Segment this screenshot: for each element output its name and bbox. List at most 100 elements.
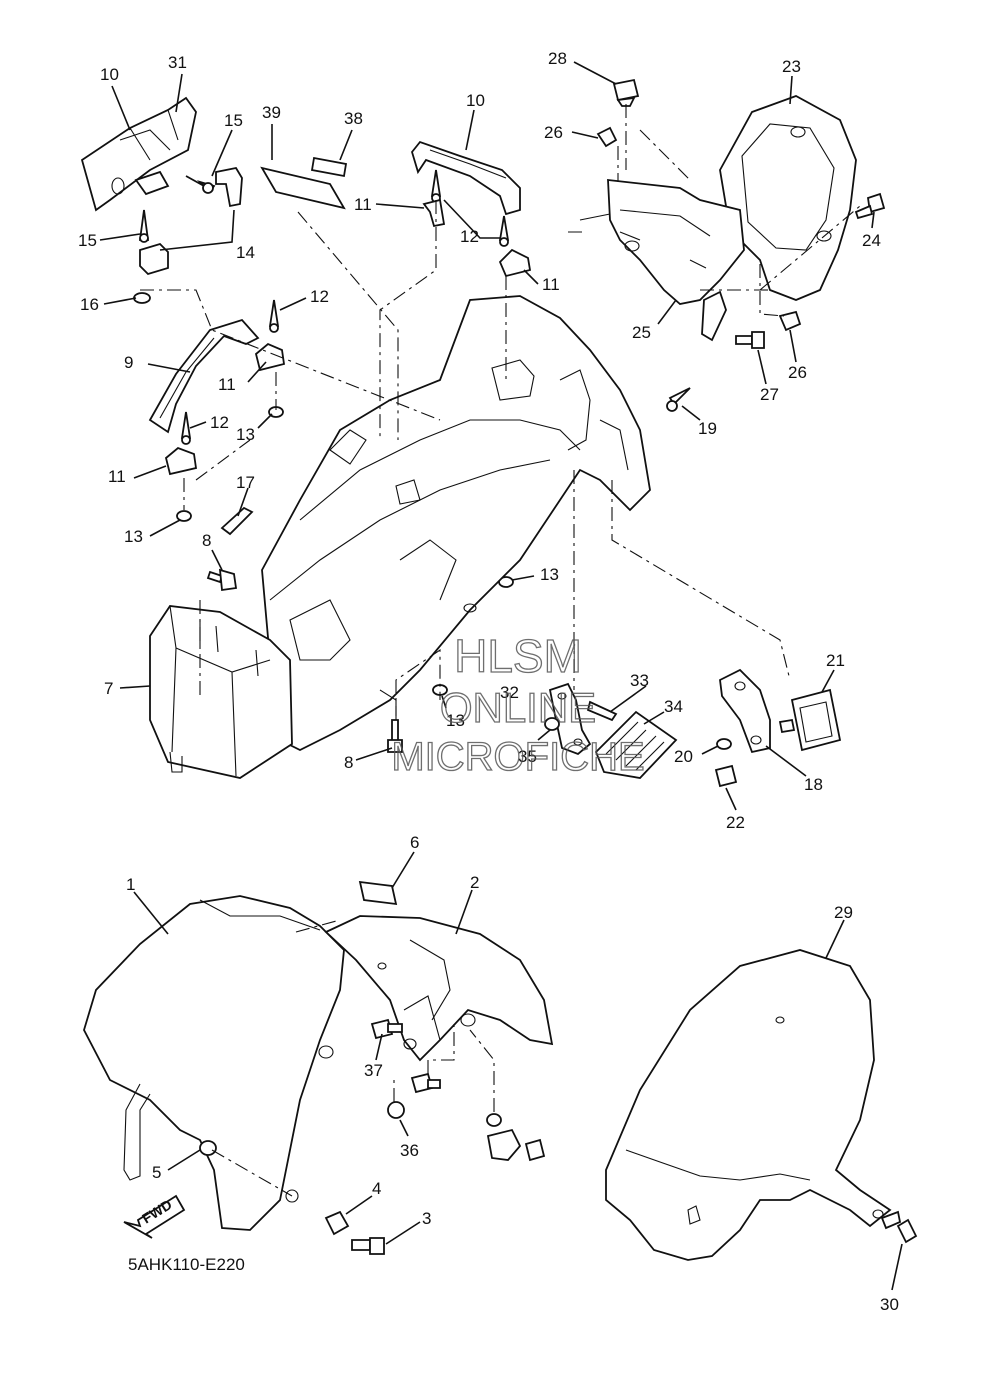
watermark: HLSM ONLINE MICROFICHE — [391, 629, 646, 779]
part-collar-5[interactable] — [199, 1140, 217, 1156]
part-seal-17[interactable] — [220, 506, 254, 536]
part-clip-11b[interactable] — [498, 248, 532, 278]
callout-14: 14 — [236, 243, 255, 262]
part-grommet-26b[interactable] — [778, 310, 802, 332]
part-rivet-12b[interactable] — [498, 215, 510, 247]
callout-35: 35 — [518, 747, 537, 766]
callout-26: 26 — [544, 123, 563, 142]
callout-5: 5 — [152, 1163, 161, 1182]
assembly-lines — [140, 104, 861, 1197]
part-headlight-bracket-23[interactable] — [719, 95, 857, 301]
callout-3: 3 — [422, 1209, 431, 1228]
part-bolt-37b[interactable] — [410, 1072, 441, 1094]
part-bolt-3[interactable] — [351, 1237, 385, 1255]
part-clip-14[interactable] — [139, 166, 243, 276]
callout-28: 28 — [548, 49, 567, 68]
part-nut-22[interactable] — [714, 764, 738, 788]
callout-39: 39 — [262, 103, 281, 122]
callout-29: 29 — [834, 903, 853, 922]
part-bolt-24[interactable] — [854, 192, 886, 220]
callout-18: 18 — [804, 775, 823, 794]
callout-34: 34 — [664, 697, 683, 716]
callout-7: 7 — [104, 679, 113, 698]
part-grab-bar-9[interactable] — [148, 318, 260, 434]
part-bolt-30[interactable] — [880, 1210, 918, 1244]
callout-9: 9 — [124, 353, 133, 372]
callout-20: 20 — [674, 747, 693, 766]
part-decal-6[interactable] — [358, 880, 398, 906]
part-decal-39[interactable] — [260, 166, 346, 210]
callout-26: 26 — [788, 363, 807, 382]
callout-8: 8 — [344, 753, 353, 772]
callout-12: 12 — [460, 227, 479, 246]
part-bolt-37[interactable] — [370, 1018, 403, 1040]
part-reflector-34[interactable] — [594, 710, 678, 779]
part-clamp[interactable] — [486, 1113, 546, 1162]
part-bolt-27[interactable] — [735, 331, 765, 349]
callout-10: 10 — [466, 91, 485, 110]
callout-10: 10 — [100, 65, 119, 84]
callout-22: 22 — [726, 813, 745, 832]
callout-15: 15 — [78, 231, 97, 250]
part-washer-20[interactable] — [716, 738, 732, 750]
leader-lines — [99, 61, 903, 1291]
callout-13: 13 — [446, 711, 465, 730]
callout-32: 32 — [500, 683, 519, 702]
part-rear-hugger-29[interactable] — [605, 949, 892, 1261]
callout-36: 36 — [400, 1141, 419, 1160]
diagram-code: 5AHK110-E220 — [128, 1255, 245, 1274]
callout-6: 6 — [410, 833, 419, 852]
callout-13: 13 — [236, 425, 255, 444]
callout-11: 11 — [218, 375, 236, 394]
callout-19: 19 — [698, 419, 717, 438]
callout-13: 13 — [124, 527, 143, 546]
part-nut-35[interactable] — [544, 717, 560, 731]
callout-31: 31 — [168, 53, 187, 72]
part-washer-16[interactable] — [133, 292, 151, 304]
callout-16: 16 — [80, 295, 99, 314]
callout-15: 15 — [224, 111, 243, 130]
part-collar-4[interactable] — [285, 1189, 350, 1236]
watermark-line-1: HLSM — [454, 630, 582, 682]
callout-23: 23 — [782, 57, 801, 76]
part-rivet-15b[interactable] — [138, 209, 150, 243]
callout-12: 12 — [210, 413, 229, 432]
part-lamp-21[interactable] — [778, 688, 842, 752]
part-collar-36[interactable] — [387, 1101, 405, 1119]
part-screw-33[interactable] — [586, 700, 618, 722]
callout-25: 25 — [632, 323, 651, 342]
part-washer-13b[interactable] — [176, 510, 192, 522]
callout-24: 24 — [862, 231, 881, 250]
callout-12: 12 — [310, 287, 329, 306]
part-front-fender-1[interactable] — [83, 895, 345, 1231]
part-inner-fender-2[interactable] — [324, 915, 554, 1062]
part-bracket-32[interactable] — [548, 682, 592, 756]
part-rear-fender-undertray[interactable] — [261, 295, 651, 752]
part-clip-11a[interactable] — [422, 198, 446, 228]
callout-4: 4 — [372, 1179, 381, 1198]
part-stay-bracket-25[interactable] — [568, 178, 745, 342]
callout-11: 11 — [108, 467, 126, 486]
part-battery-box-7[interactable] — [149, 605, 293, 779]
part-bolt-8a[interactable] — [206, 568, 238, 592]
part-grab-bar-10[interactable] — [411, 140, 521, 216]
callout-2: 2 — [470, 873, 479, 892]
part-rivet-19[interactable] — [666, 387, 691, 412]
part-decal-38[interactable] — [310, 156, 348, 178]
part-grommet-26a[interactable] — [596, 126, 618, 148]
part-rivet-12c[interactable] — [268, 299, 280, 333]
callout-17: 17 — [236, 473, 255, 492]
part-rivet-12d[interactable] — [180, 411, 192, 445]
part-rivet-15a[interactable] — [185, 175, 216, 194]
part-clip-11d[interactable] — [164, 446, 198, 476]
callout-labels: 10 31 15 15 14 16 39 38 10 11 12 11 12 9… — [78, 49, 899, 1314]
callout-1: 1 — [126, 875, 135, 894]
part-rivet-12a[interactable] — [430, 169, 442, 203]
callout-38: 38 — [344, 109, 363, 128]
callout-8: 8 — [202, 531, 211, 550]
callout-11: 11 — [542, 275, 560, 294]
callout-30: 30 — [880, 1295, 899, 1314]
part-tail-piece-31[interactable] — [80, 96, 197, 212]
part-cap-28[interactable] — [612, 78, 640, 107]
